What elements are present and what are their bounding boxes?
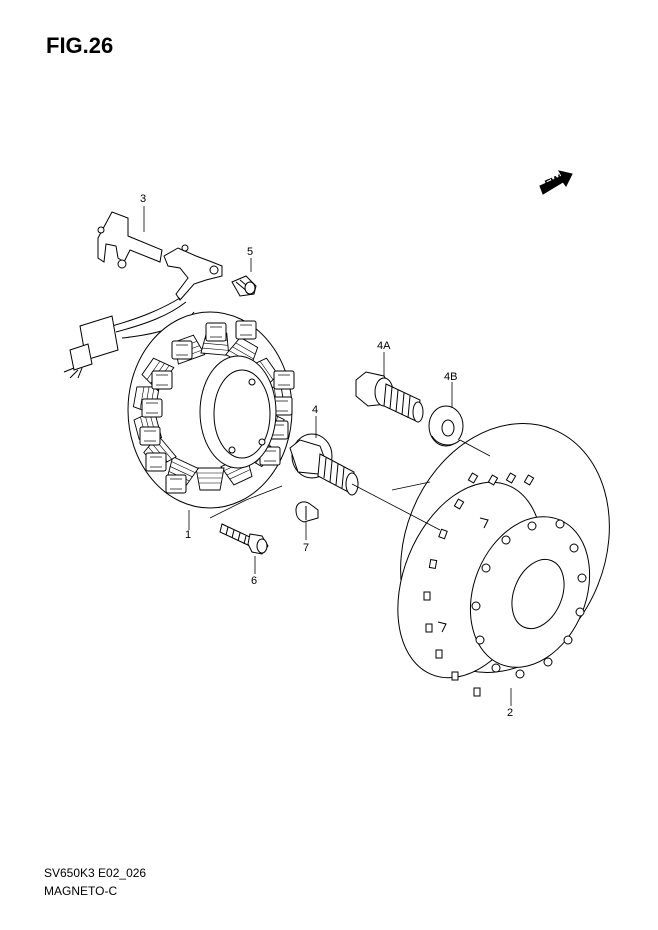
section-name: MAGNETO-C (44, 884, 118, 898)
callout-4a: 4A (377, 340, 391, 352)
callout-4b: 4B (444, 371, 457, 383)
model-code: SV650K3 E02_026 (44, 866, 147, 880)
figure-title: FIG.26 (46, 33, 114, 58)
callout-6: 6 (251, 575, 257, 587)
bolt-4a (355, 371, 424, 423)
fwd-label: FWD (543, 170, 571, 191)
bolt-4 (289, 433, 359, 496)
screw-6 (219, 523, 269, 555)
fwd-arrow-icon: FWD (539, 170, 573, 195)
callout-5: 5 (247, 246, 253, 258)
key-7 (295, 501, 319, 523)
callout-1: 1 (185, 529, 191, 541)
bolt-5 (231, 275, 257, 297)
washer-4b (428, 405, 464, 447)
assembly-guide-lines (209, 439, 491, 531)
stator-assembly (127, 311, 295, 509)
rotor-flywheel (397, 423, 610, 697)
callout-3: 3 (140, 193, 146, 205)
callout-4: 4 (312, 404, 318, 416)
callout-2: 2 (507, 707, 513, 719)
callout-7: 7 (303, 542, 309, 554)
wire-harness-bracket (63, 211, 223, 379)
callout-leaders (143, 206, 512, 706)
